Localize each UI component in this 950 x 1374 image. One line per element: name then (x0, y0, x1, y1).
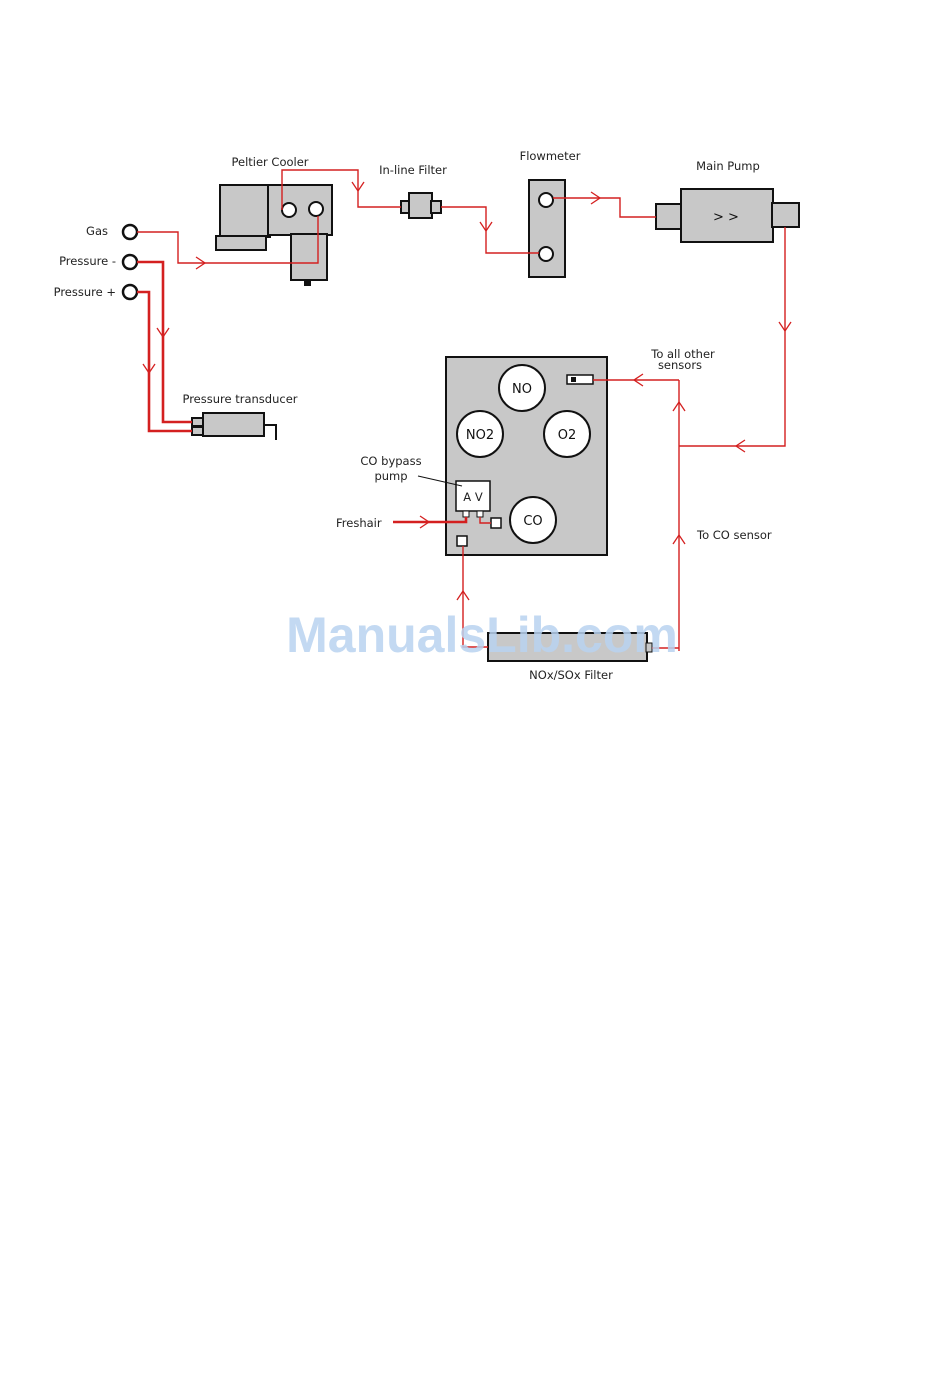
label-pressure-minus: Pressure - (59, 254, 116, 268)
label-to-all-other-sensors-line2: sensors (658, 358, 702, 372)
pressure-minus-port (123, 255, 137, 269)
watermark: ManualsLib.com (286, 607, 678, 663)
flowmeter (529, 180, 565, 277)
label-pressure-plus: Pressure + (54, 285, 116, 299)
label-main-pump: Main Pump (696, 159, 760, 173)
pressure-plus-port (123, 285, 137, 299)
main-pump: > > (656, 189, 799, 242)
label-co-bypass-pump-line1: CO bypass (360, 454, 421, 468)
bypass-pump-glyph: A V (463, 490, 483, 504)
label-pressure-transducer: Pressure transducer (182, 392, 297, 406)
sensor-no2: NO2 (466, 428, 494, 443)
peltier-cooler (216, 185, 332, 286)
label-nox-sox-filter: NOx/SOx Filter (529, 668, 613, 682)
sensor-block: NO NO2 O2 CO A V (446, 357, 607, 555)
pressure-transducer (192, 413, 276, 440)
sensor-o2: O2 (558, 428, 577, 443)
sensor-co: CO (523, 514, 542, 529)
gas-port (123, 225, 137, 239)
label-inline-filter: In-line Filter (379, 163, 447, 177)
inline-filter (401, 193, 441, 218)
sensor-no: NO (512, 382, 532, 397)
main-pump-glyph: > > (713, 210, 739, 225)
label-gas: Gas (86, 224, 108, 238)
label-co-bypass-pump-line2: pump (374, 469, 407, 483)
label-flowmeter: Flowmeter (520, 149, 581, 163)
label-peltier-cooler: Peltier Cooler (231, 155, 308, 169)
ports (123, 225, 137, 299)
label-to-co-sensor: To CO sensor (696, 528, 772, 542)
label-fresh-air: Freshair (336, 516, 382, 530)
